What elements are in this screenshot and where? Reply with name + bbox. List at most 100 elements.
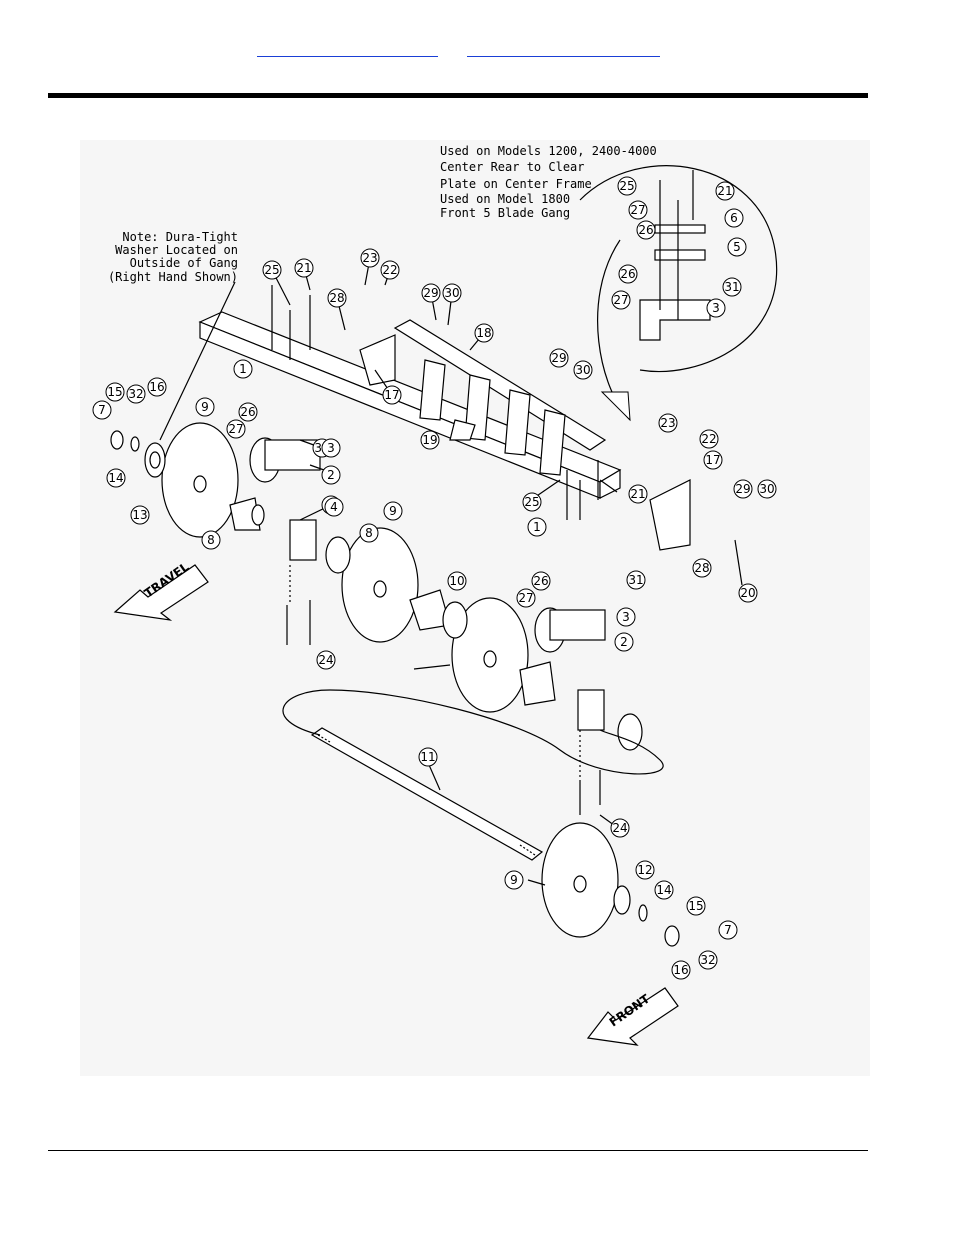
hanger-brackets (359, 334, 691, 551)
callout-circle (316, 650, 336, 670)
callout-circle (442, 283, 462, 303)
callout-circle (706, 298, 726, 318)
part-callout: 25 (522, 492, 542, 512)
callout-circle (418, 747, 438, 767)
callout-number: 16 (673, 963, 688, 977)
part-callout: 2 (321, 465, 341, 485)
bolts (271, 285, 601, 815)
header-rule (48, 93, 868, 98)
callout-circle (130, 505, 150, 525)
callout-circle (504, 870, 524, 890)
part-callout: 1 (527, 517, 547, 537)
inset-bracket (639, 170, 711, 341)
callout-number: 27 (518, 591, 533, 605)
callout-number: 10 (449, 574, 464, 588)
part-callout: 15 (105, 382, 125, 402)
callout-number: 27 (630, 203, 645, 217)
part-callout: 24 (316, 650, 336, 670)
callout-number: 14 (656, 883, 671, 897)
callout-number: 29 (735, 482, 750, 496)
note-line: Washer Located on (115, 243, 238, 257)
part-callout: 21 (715, 181, 735, 201)
part-callout: 3 (706, 298, 726, 318)
callout-circle (698, 950, 718, 970)
callout-number: 8 (365, 526, 373, 540)
callout-number: 1 (239, 362, 247, 376)
callout-circle (226, 419, 246, 439)
callout-number: 31 (628, 573, 643, 587)
callout-number: 15 (688, 899, 703, 913)
note-line: Center Rear to Clear (440, 160, 585, 174)
part-callout: 27 (611, 290, 631, 310)
callout-number: 21 (630, 487, 645, 501)
callout-number: 13 (132, 508, 147, 522)
callout-circle (380, 260, 400, 280)
callout-number: 24 (612, 821, 627, 835)
callout-circle (658, 413, 678, 433)
callout-circle (238, 402, 258, 422)
part-callout: 16 (671, 960, 691, 980)
callout-number: 9 (510, 873, 518, 887)
part-callout: 10 (447, 571, 467, 591)
part-callout: 3 (616, 607, 636, 627)
part-callout: 30 (757, 479, 777, 499)
callout-circle (106, 468, 126, 488)
callout-number: 30 (575, 363, 590, 377)
explode-loop-lines (282, 165, 778, 775)
callout-circle (321, 438, 341, 458)
part-callout: 29 (549, 348, 569, 368)
callout-circle (654, 880, 674, 900)
callout-number: 22 (701, 432, 716, 446)
callout-number: 23 (660, 416, 675, 430)
part-callout: 29 (421, 283, 441, 303)
callout-circle (531, 571, 551, 591)
callout-circle (359, 523, 379, 543)
part-callout: 14 (654, 880, 674, 900)
part-callout: 3 (321, 438, 341, 458)
callout-circle (692, 558, 712, 578)
part-callout: 4 (324, 497, 344, 517)
part-callout: 8 (201, 530, 221, 550)
callout-number: 12 (637, 863, 652, 877)
header-link-1[interactable] (257, 44, 438, 57)
callout-circle (611, 290, 631, 310)
callout-number: 26 (240, 405, 255, 419)
part-callout: 24 (610, 818, 630, 838)
callout-circle (516, 588, 536, 608)
front-arrow: FRONT (586, 987, 679, 1046)
callout-number: 29 (423, 286, 438, 300)
callout-circle (715, 181, 735, 201)
callout-number: 24 (318, 653, 333, 667)
header-link-2[interactable] (467, 44, 660, 57)
part-callout: 14 (106, 468, 126, 488)
callout-circle (382, 385, 402, 405)
callout-number: 21 (296, 261, 311, 275)
callout-circle (147, 377, 167, 397)
callout-circle (738, 583, 758, 603)
callout-circle (262, 260, 282, 280)
travel-arrow: TRAVEL (113, 560, 209, 621)
callout-number: 26 (638, 223, 653, 237)
callout-circle (195, 397, 215, 417)
callout-circle (626, 570, 646, 590)
callout-circle (126, 384, 146, 404)
part-callout: 17 (382, 385, 402, 405)
part-callout: 26 (531, 571, 551, 591)
note-line: (Right Hand Shown) (108, 270, 238, 284)
part-callout: 8 (359, 523, 379, 543)
callout-circle (699, 429, 719, 449)
callout-circle (92, 400, 112, 420)
callout-circle (636, 220, 656, 240)
callout-circle (722, 277, 742, 297)
part-callout: 21 (628, 484, 648, 504)
callout-number: 27 (613, 293, 628, 307)
part-callout: 26 (636, 220, 656, 240)
callout-number: 3 (622, 610, 630, 624)
callout-circle (628, 200, 648, 220)
callout-number: 25 (264, 263, 279, 277)
callout-circle (233, 359, 253, 379)
callout-number: 31 (724, 280, 739, 294)
callout-number: 16 (149, 380, 164, 394)
part-callout: 32 (126, 384, 146, 404)
gang-clamps (249, 437, 606, 731)
